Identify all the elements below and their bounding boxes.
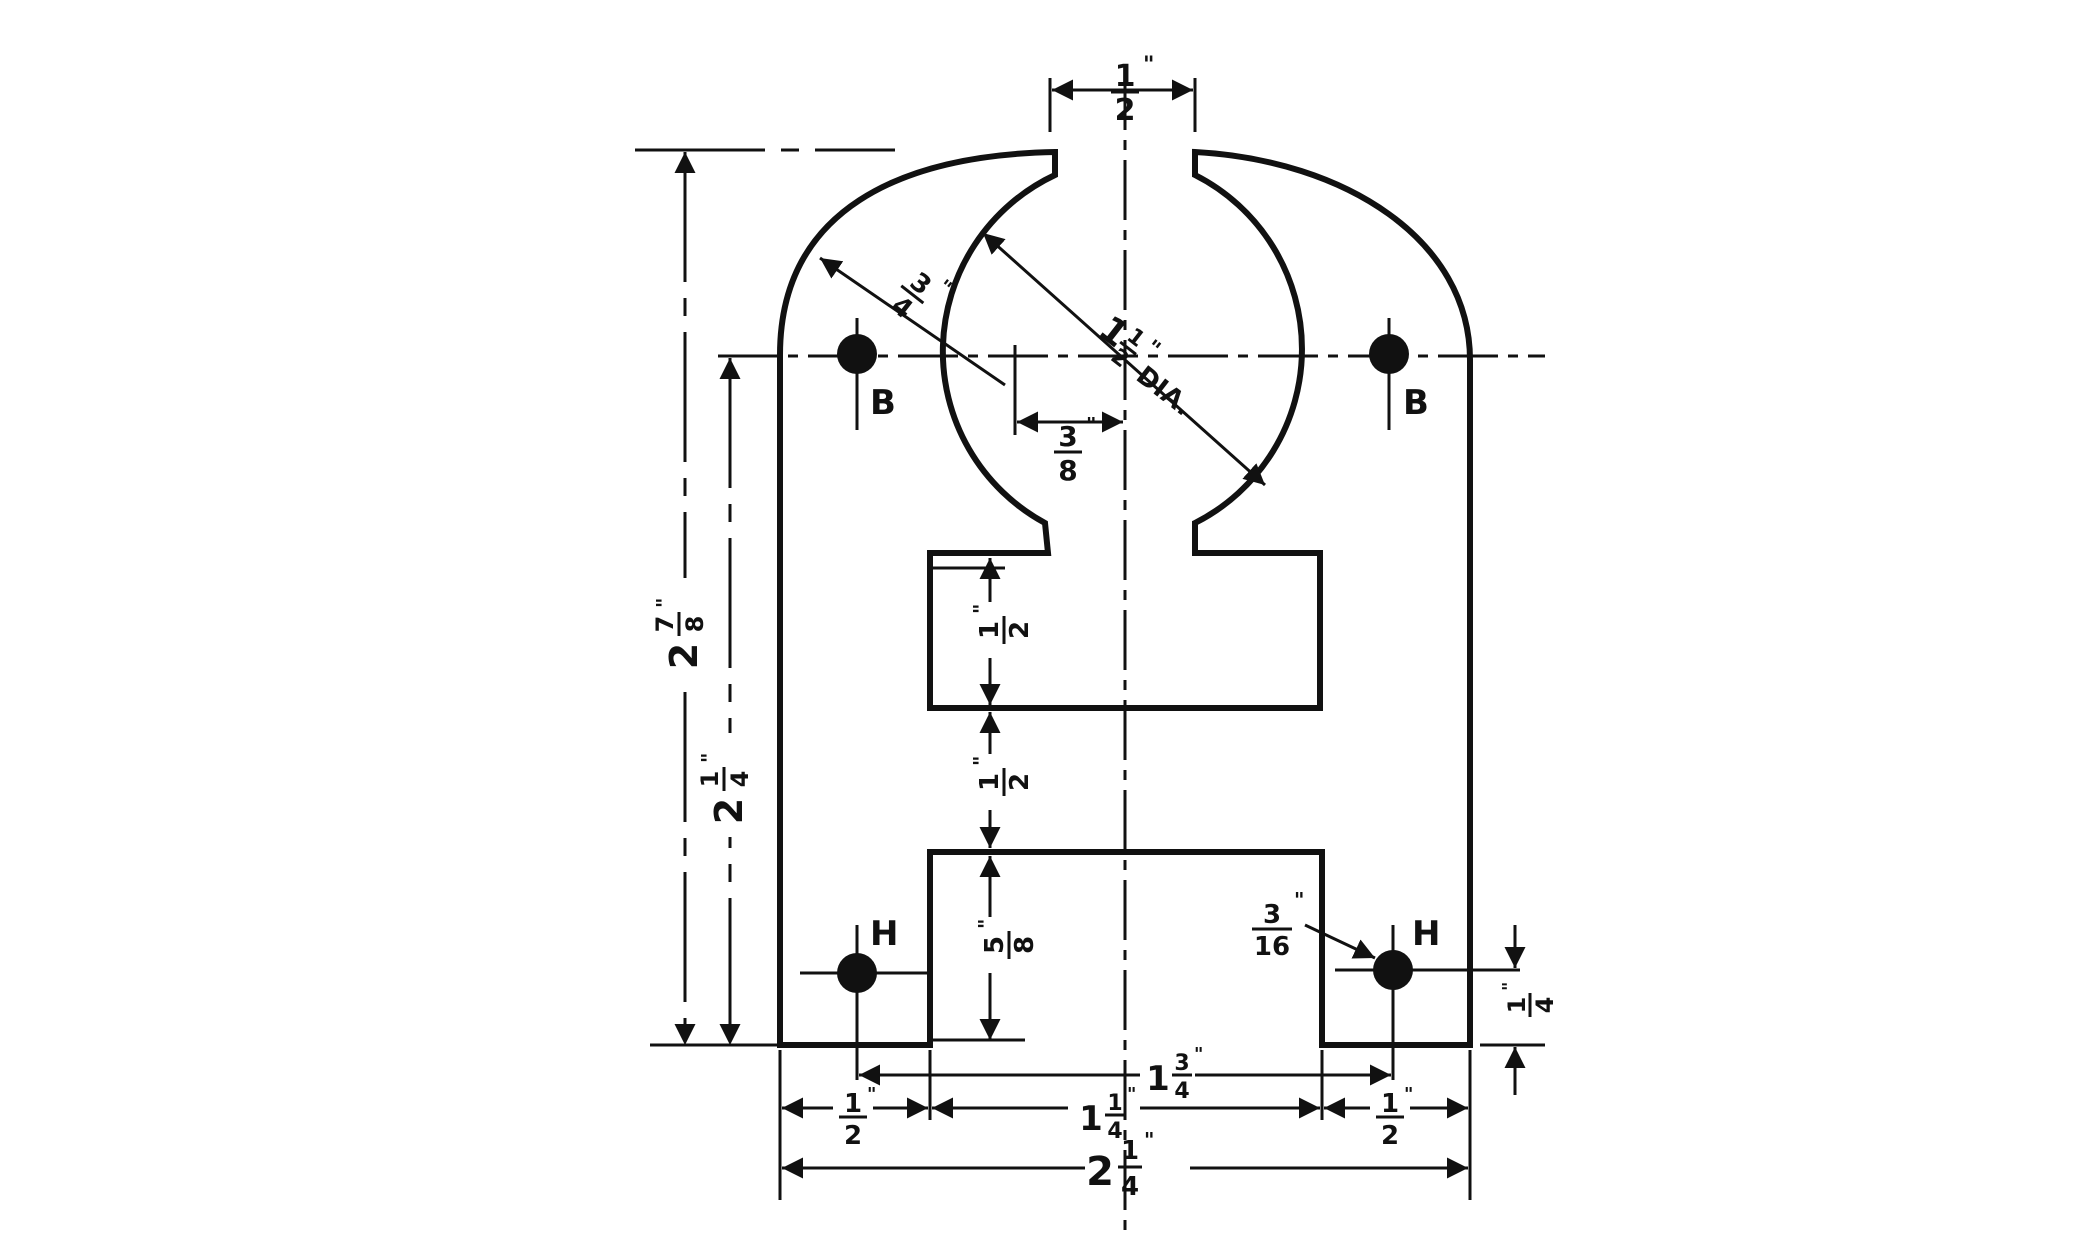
hole-dia-leader [1304, 923, 1376, 960]
svg-text:": " [867, 1084, 876, 1105]
svg-text:3: 3 [1263, 900, 1281, 930]
svg-text:3: 3 [1058, 420, 1077, 453]
hole-b-right [1369, 318, 1409, 430]
hole-h-right [1335, 925, 1520, 1075]
svg-text:": " [969, 756, 993, 766]
svg-text:1: 1 [1079, 1099, 1103, 1139]
svg-text:2: 2 [1005, 621, 1035, 639]
svg-text:4: 4 [1107, 1119, 1122, 1144]
svg-text:": " [1143, 53, 1154, 78]
svg-text:": " [1086, 413, 1096, 437]
svg-text:8: 8 [1010, 936, 1040, 954]
hole-dia-text: 3 16 " [1252, 888, 1304, 962]
svg-text:3: 3 [1174, 1051, 1189, 1076]
leg-right-text: 1 2 " [1370, 1084, 1413, 1151]
leg-left-text: 1 2 " [833, 1084, 876, 1151]
hole-h-left [800, 925, 930, 1075]
overall-height-text: 2 7 8 " [651, 578, 709, 682]
bore-leader [982, 231, 1266, 487]
svg-text:2: 2 [844, 1121, 862, 1151]
svg-text:": " [1499, 982, 1520, 991]
svg-text:7: 7 [651, 616, 679, 633]
svg-text:2: 2 [1005, 773, 1035, 791]
svg-text:1: 1 [1107, 1091, 1122, 1116]
lower-notch-text: 5 8 " [974, 917, 1040, 973]
svg-text:": " [697, 753, 721, 763]
svg-text:": " [1127, 1084, 1136, 1105]
hole-b-left-label: B [870, 383, 896, 423]
bore-dia-text: 1 1 2 " DIA. [1091, 308, 1198, 423]
svg-text:": " [1144, 1128, 1154, 1152]
web-text: 1 2 " [969, 754, 1035, 810]
svg-text:2: 2 [1381, 1121, 1399, 1151]
svg-text:16: 16 [1254, 932, 1290, 962]
svg-text:4: 4 [1121, 1172, 1139, 1202]
hole-b-right-label: B [1403, 383, 1429, 423]
lower-height-text: 2 1 4 " [696, 733, 754, 837]
svg-text:1: 1 [1381, 1089, 1399, 1119]
svg-text:": " [974, 919, 998, 929]
svg-text:1: 1 [1121, 1136, 1139, 1166]
overall-width-text: 2 1 4 " [1086, 1128, 1154, 1202]
upper-notch-text: 1 2 " [969, 602, 1035, 658]
svg-text:": " [969, 604, 993, 614]
svg-text:1: 1 [844, 1089, 862, 1119]
slot-width-text: 1 2 " [1111, 53, 1154, 128]
svg-text:1: 1 [696, 771, 724, 788]
hole-h-right-label: H [1412, 914, 1440, 954]
svg-text:4: 4 [1174, 1079, 1189, 1104]
svg-text:2: 2 [662, 643, 706, 669]
svg-text:8: 8 [1058, 454, 1077, 487]
svg-text:2: 2 [1086, 1149, 1114, 1195]
middle-text: 1 1 4 " [1079, 1084, 1136, 1144]
hole-height-text: 1 4 " [1499, 982, 1559, 1027]
svg-text:1: 1 [975, 773, 1005, 791]
svg-text:1: 1 [1146, 1059, 1170, 1099]
svg-text:4: 4 [1531, 997, 1559, 1014]
svg-text:4: 4 [726, 771, 754, 788]
svg-text:": " [1404, 1084, 1413, 1105]
svg-text:": " [1294, 888, 1304, 912]
hole-h-left-label: H [870, 914, 898, 954]
svg-text:2: 2 [1115, 93, 1136, 128]
svg-text:": " [1194, 1044, 1203, 1065]
dia-label: DIA. [1130, 361, 1197, 423]
svg-text:8: 8 [681, 616, 709, 633]
svg-text:5: 5 [980, 936, 1010, 954]
hole-b-left [837, 318, 877, 430]
offset-text: 3 8 " [1054, 413, 1096, 487]
part-outline [777, 148, 1473, 1048]
svg-text:2: 2 [707, 798, 751, 824]
svg-text:1: 1 [1115, 59, 1136, 94]
hole-spacing-text: 1 3 4 " [1146, 1044, 1203, 1104]
svg-text:1: 1 [975, 621, 1005, 639]
radius-leader [819, 256, 1006, 387]
svg-text:1: 1 [1503, 997, 1531, 1014]
svg-text:": " [652, 598, 676, 608]
